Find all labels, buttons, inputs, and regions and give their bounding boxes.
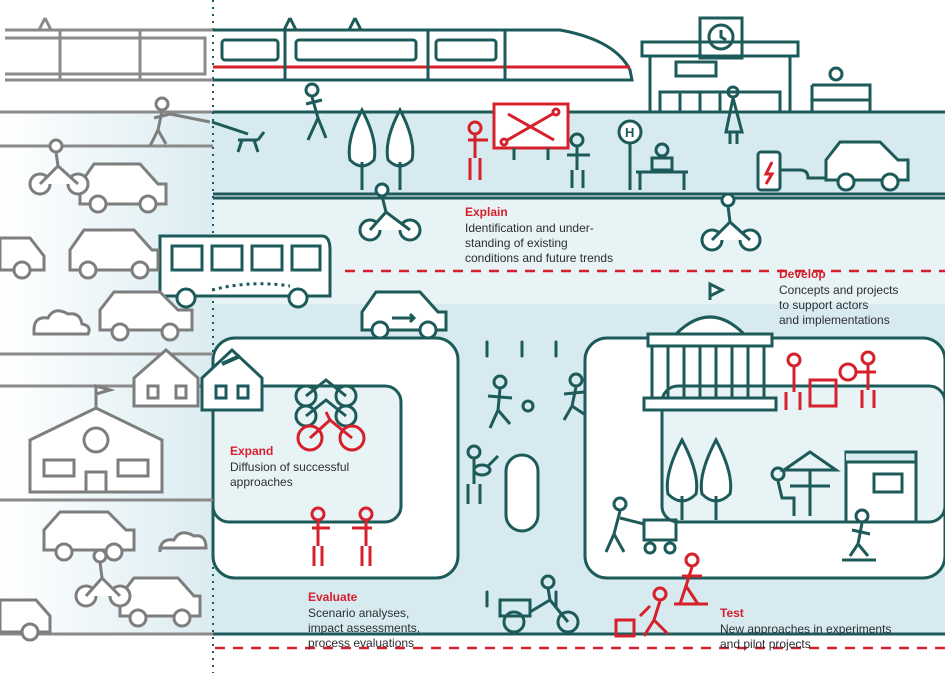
presenter-icon <box>467 120 488 180</box>
phase-description: Concepts and projects to support actors … <box>779 283 899 327</box>
tree-icon <box>347 106 415 190</box>
guitarist-icon <box>466 444 500 504</box>
people-exchange-icon <box>310 506 374 566</box>
car-icon <box>118 576 202 628</box>
phase-title: Test <box>720 606 744 620</box>
car-icon <box>0 236 46 280</box>
svg-text:H: H <box>625 125 634 140</box>
pedestrian-icon <box>148 96 211 147</box>
cargo-bike-icon <box>498 574 580 634</box>
phase-expand: Expand Diffusion of successful approache… <box>230 444 400 490</box>
bench-reader-icon <box>636 142 688 190</box>
construction-worker-icon <box>674 552 708 606</box>
pedestrian-icon <box>567 132 590 188</box>
phase-title: Develop <box>779 267 826 281</box>
school-icon <box>28 384 164 494</box>
stroller-icon <box>604 496 678 555</box>
cyclist-icon <box>74 548 132 608</box>
presentation-board-icon <box>492 102 570 160</box>
cloud-icon <box>32 309 91 336</box>
house-icon <box>132 348 200 408</box>
phase-divider-lines <box>215 269 945 650</box>
charging-station-icon <box>756 150 826 192</box>
paint-bucket-icon <box>614 586 670 638</box>
ball-icon <box>562 372 585 421</box>
dog-icon <box>211 120 266 153</box>
phase-explain: Explain Identification and under- standi… <box>465 205 665 266</box>
bicycle-icon <box>294 378 358 428</box>
pedestrian-icon <box>724 85 744 144</box>
town-hall-icon <box>642 281 778 412</box>
skateboarder-icon <box>842 508 876 562</box>
bus-icon <box>158 234 332 309</box>
past-traffic <box>0 96 211 642</box>
phase-description: Scenario analyses, impact assessments, p… <box>308 606 421 650</box>
phase-title: Expand <box>230 444 274 458</box>
car-icon <box>68 228 160 280</box>
bicycle-icon <box>296 411 366 452</box>
cloud-icon <box>158 531 208 553</box>
car-icon <box>360 290 448 340</box>
car-icon <box>98 290 194 342</box>
cafe-icon <box>770 450 841 516</box>
jogger-icon <box>304 82 328 141</box>
bus-stop-sign-icon: H <box>617 119 643 190</box>
car-icon <box>824 140 910 192</box>
cyclist-icon <box>700 192 762 252</box>
station-icon <box>640 16 800 112</box>
clock-icon <box>707 23 735 51</box>
bench-icon <box>810 66 872 112</box>
car-icon <box>0 598 52 642</box>
phase-develop: Develop Concepts and projects to support… <box>779 267 939 328</box>
cyclist-icon <box>28 138 90 196</box>
money-bag-icon <box>784 350 876 410</box>
phase-description: Identification and under- standing of ex… <box>465 221 614 265</box>
phase-title: Explain <box>465 205 508 219</box>
train-icon <box>5 17 634 82</box>
phase-description: Diffusion of successful approaches <box>230 460 350 489</box>
shop-icon <box>844 450 918 524</box>
phase-evaluate: Evaluate Scenario analyses, impact asses… <box>308 590 468 651</box>
phase-test: Test New approaches in experiments and p… <box>720 606 935 652</box>
phase-title: Evaluate <box>308 590 358 604</box>
car-icon <box>42 510 136 562</box>
phase-description: New approaches in experiments and pilot … <box>720 622 892 651</box>
house-icon <box>200 347 264 412</box>
car-icon <box>78 162 168 214</box>
tree-icon <box>665 436 733 520</box>
ball-player-icon <box>487 374 535 429</box>
cyclist-icon <box>358 182 422 242</box>
